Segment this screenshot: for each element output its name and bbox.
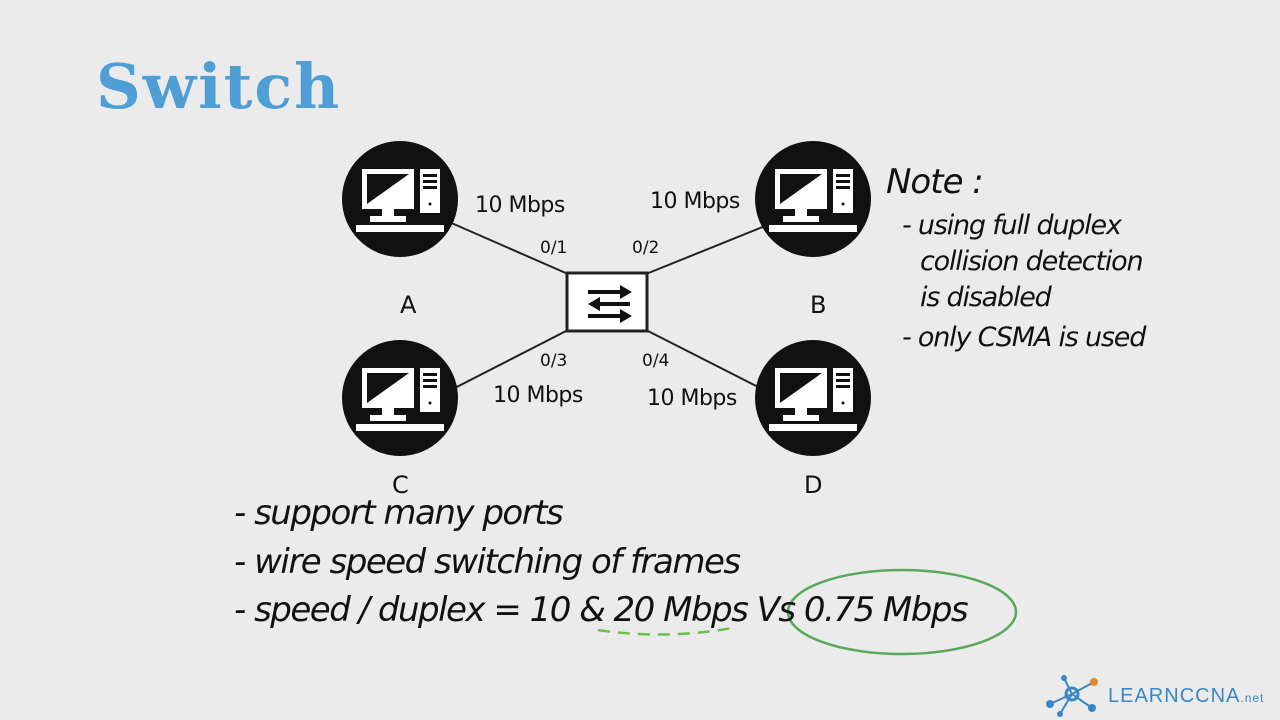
link-b xyxy=(645,221,776,275)
port-label-a: 0/1 xyxy=(540,238,567,258)
learnccna-logo: LEARNCCNA.net xyxy=(1040,674,1264,718)
link-d xyxy=(645,329,771,394)
computer-a-icon xyxy=(342,141,458,257)
speed-label-a: 10 Mbps xyxy=(475,193,565,218)
network-logo-icon xyxy=(1046,675,1098,717)
computer-d-icon xyxy=(755,340,871,456)
note-line-4: - only CSMA is used xyxy=(902,322,1146,353)
node-label-d: D xyxy=(804,471,822,499)
node-label-c: C xyxy=(392,471,409,499)
logo-suffix: .net xyxy=(1240,690,1265,705)
speed-label-b: 10 Mbps xyxy=(650,189,740,214)
port-label-c: 0/3 xyxy=(540,351,567,371)
dashed-underline xyxy=(597,626,733,636)
note-title: Note : xyxy=(886,162,984,202)
highlight-circle xyxy=(786,568,1018,656)
node-label-b: B xyxy=(810,291,826,319)
bullet-1: - support many ports xyxy=(234,493,564,533)
speed-label-d: 10 Mbps xyxy=(647,386,737,411)
computer-c-icon xyxy=(342,340,458,456)
switch-icon xyxy=(565,271,649,333)
bullet-3: - speed / duplex = 10 & 20 Mbps Vs 0.75 … xyxy=(234,590,969,630)
port-label-d: 0/4 xyxy=(642,351,669,371)
bullet-2: - wire speed switching of frames xyxy=(234,542,741,582)
node-label-a: A xyxy=(400,291,417,319)
logo-text: LEARNCCNA xyxy=(1108,684,1241,707)
link-c xyxy=(444,329,569,394)
computer-b-icon xyxy=(755,141,871,257)
port-label-b: 0/2 xyxy=(632,238,659,258)
note-line-2: collision detection xyxy=(920,246,1144,277)
speed-label-c: 10 Mbps xyxy=(493,383,583,408)
note-line-3: is disabled xyxy=(920,282,1052,313)
link-a xyxy=(439,217,569,275)
note-line-1: - using full duplex xyxy=(902,210,1122,241)
slide-title: Switch xyxy=(96,50,342,123)
